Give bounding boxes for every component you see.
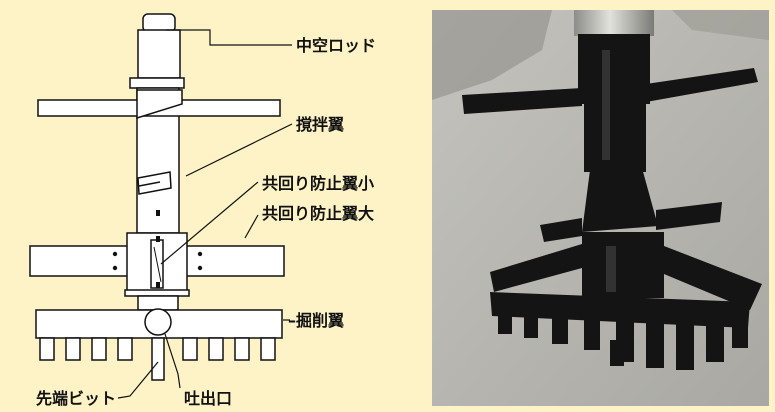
bit-tooth [208, 337, 224, 361]
photo-tool-body [462, 34, 762, 370]
label-excavation-text: 掘削翼 [296, 311, 344, 330]
bolt-holes [112, 210, 203, 288]
bit-tooth [65, 337, 81, 361]
shaft-collar-ring [124, 289, 190, 297]
photo-background-debris [432, 10, 552, 100]
label-excavation-blade: –掘削翼 [288, 311, 344, 330]
leader-lines [117, 29, 293, 399]
photo-pipe [574, 10, 654, 36]
label-tip-bit: 先端ビット [36, 389, 116, 408]
discharge-port-hub [144, 308, 172, 336]
tool-photograph [432, 10, 769, 406]
bit-tooth [182, 337, 198, 361]
label-mixing-blade: 撹拌翼 [296, 115, 344, 134]
lower-shaft [137, 295, 179, 311]
bit-tooth [91, 337, 107, 361]
bit-tooth [39, 337, 55, 361]
tool-schematic-diagram: 中空ロッド 撹拌翼 共回り防止翼小 共回り防止翼大 –掘削翼 先端ビット 吐出口 [29, 13, 376, 408]
bit-tooth [117, 337, 133, 361]
rod-flange [129, 77, 185, 89]
label-hollow-rod: 中空ロッド [296, 36, 376, 55]
label-discharge-port: 吐出口 [184, 389, 232, 408]
bit-tooth [260, 337, 276, 361]
label-dash: – [288, 311, 296, 330]
tip-bit [151, 337, 165, 381]
label-anti-corotation-large: 共回り防止翼大 [262, 204, 374, 223]
blade-collar [136, 89, 183, 120]
label-anti-corotation-small: 共回り防止翼小 [262, 174, 374, 193]
bit-tooth [234, 337, 250, 361]
rod-upper-body [137, 29, 181, 79]
